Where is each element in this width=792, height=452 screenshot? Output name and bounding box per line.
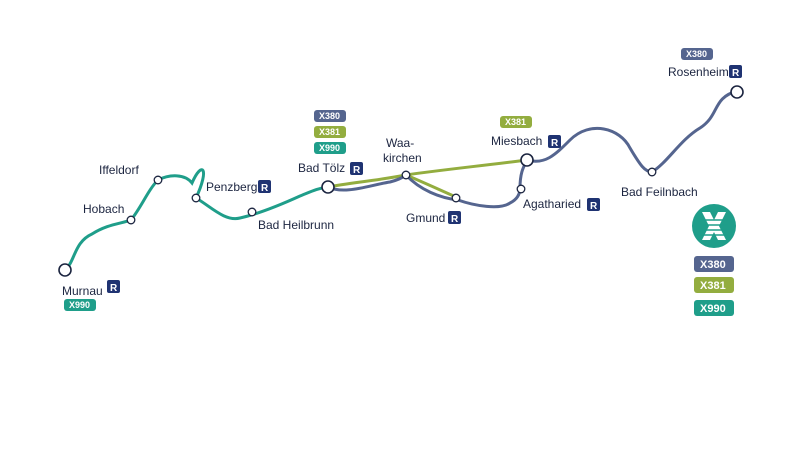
stop-waakirchen[interactable] <box>401 170 411 180</box>
svg-text:X380: X380 <box>686 49 707 59</box>
label-waakirchen-2: kirchen <box>383 151 422 165</box>
label-penzberg: Penzberg <box>206 180 257 194</box>
stop-bad-heilbrunn[interactable] <box>247 207 257 217</box>
svg-text:X380: X380 <box>700 259 726 271</box>
stop-bad-feilnbach[interactable] <box>647 167 657 177</box>
svg-text:X990: X990 <box>700 303 726 315</box>
hub-bad-toelz[interactable] <box>321 180 335 194</box>
rail-icon-agatharied: R <box>587 198 600 212</box>
badge-murnau-x990[interactable]: X990 <box>64 299 96 311</box>
route-x990 <box>63 168 330 272</box>
svg-text:X381: X381 <box>700 280 726 292</box>
badge-rosenheim-x380[interactable]: X380 <box>681 48 713 60</box>
svg-text:R: R <box>451 214 459 225</box>
hub-murnau[interactable] <box>58 263 72 277</box>
svg-text:R: R <box>110 283 118 294</box>
svg-text:X990: X990 <box>319 143 340 153</box>
stop-penzberg[interactable] <box>191 193 201 203</box>
rail-icon-murnau: R <box>107 280 120 294</box>
label-bad-toelz: Bad Tölz <box>298 161 345 175</box>
label-bad-feilnbach: Bad Feilnbach <box>621 185 698 199</box>
badge-bad-toelz-x381[interactable]: X381 <box>314 126 346 138</box>
svg-text:X381: X381 <box>319 127 340 137</box>
rail-icon-bad-toelz: R <box>350 162 363 176</box>
label-hobach: Hobach <box>83 202 124 216</box>
legend-item-x381[interactable]: X381 <box>694 277 734 293</box>
svg-text:R: R <box>732 68 740 79</box>
label-iffeldorf: Iffeldorf <box>99 163 139 177</box>
route-x381-spur <box>404 173 458 199</box>
svg-text:X381: X381 <box>505 117 526 127</box>
rail-icon-rosenheim: R <box>729 65 742 79</box>
rail-icon-miesbach: R <box>548 135 561 149</box>
stop-hobach[interactable] <box>126 215 136 225</box>
express-bus-logo <box>692 204 736 248</box>
stop-agatharied[interactable] <box>516 184 526 194</box>
label-murnau: Murnau <box>62 284 103 298</box>
legend-item-x990[interactable]: X990 <box>694 300 734 316</box>
label-miesbach: Miesbach <box>491 134 542 148</box>
hub-rosenheim[interactable] <box>730 85 744 99</box>
svg-text:R: R <box>353 165 361 176</box>
label-agatharied: Agatharied <box>523 197 581 211</box>
label-waakirchen-1: Waa- <box>386 136 414 150</box>
stop-iffeldorf[interactable] <box>153 175 163 185</box>
svg-text:R: R <box>261 183 269 194</box>
rail-icon-gmund: R <box>448 211 461 225</box>
badge-bad-toelz-x380[interactable]: X380 <box>314 110 346 122</box>
svg-text:X990: X990 <box>69 300 90 310</box>
svg-text:R: R <box>551 138 559 149</box>
hub-miesbach[interactable] <box>520 153 534 167</box>
svg-text:R: R <box>590 201 598 212</box>
rail-icon-penzberg: R <box>258 180 271 194</box>
svg-text:X380: X380 <box>319 111 340 121</box>
label-gmund: Gmund <box>406 211 445 225</box>
legend-item-x380[interactable]: X380 <box>694 256 734 272</box>
label-rosenheim: Rosenheim <box>668 65 729 79</box>
badge-miesbach-x381[interactable]: X381 <box>500 116 532 128</box>
badge-bad-toelz-x990[interactable]: X990 <box>314 142 346 154</box>
label-bad-heilbrunn: Bad Heilbrunn <box>258 218 334 232</box>
stop-gmund[interactable] <box>451 193 461 203</box>
